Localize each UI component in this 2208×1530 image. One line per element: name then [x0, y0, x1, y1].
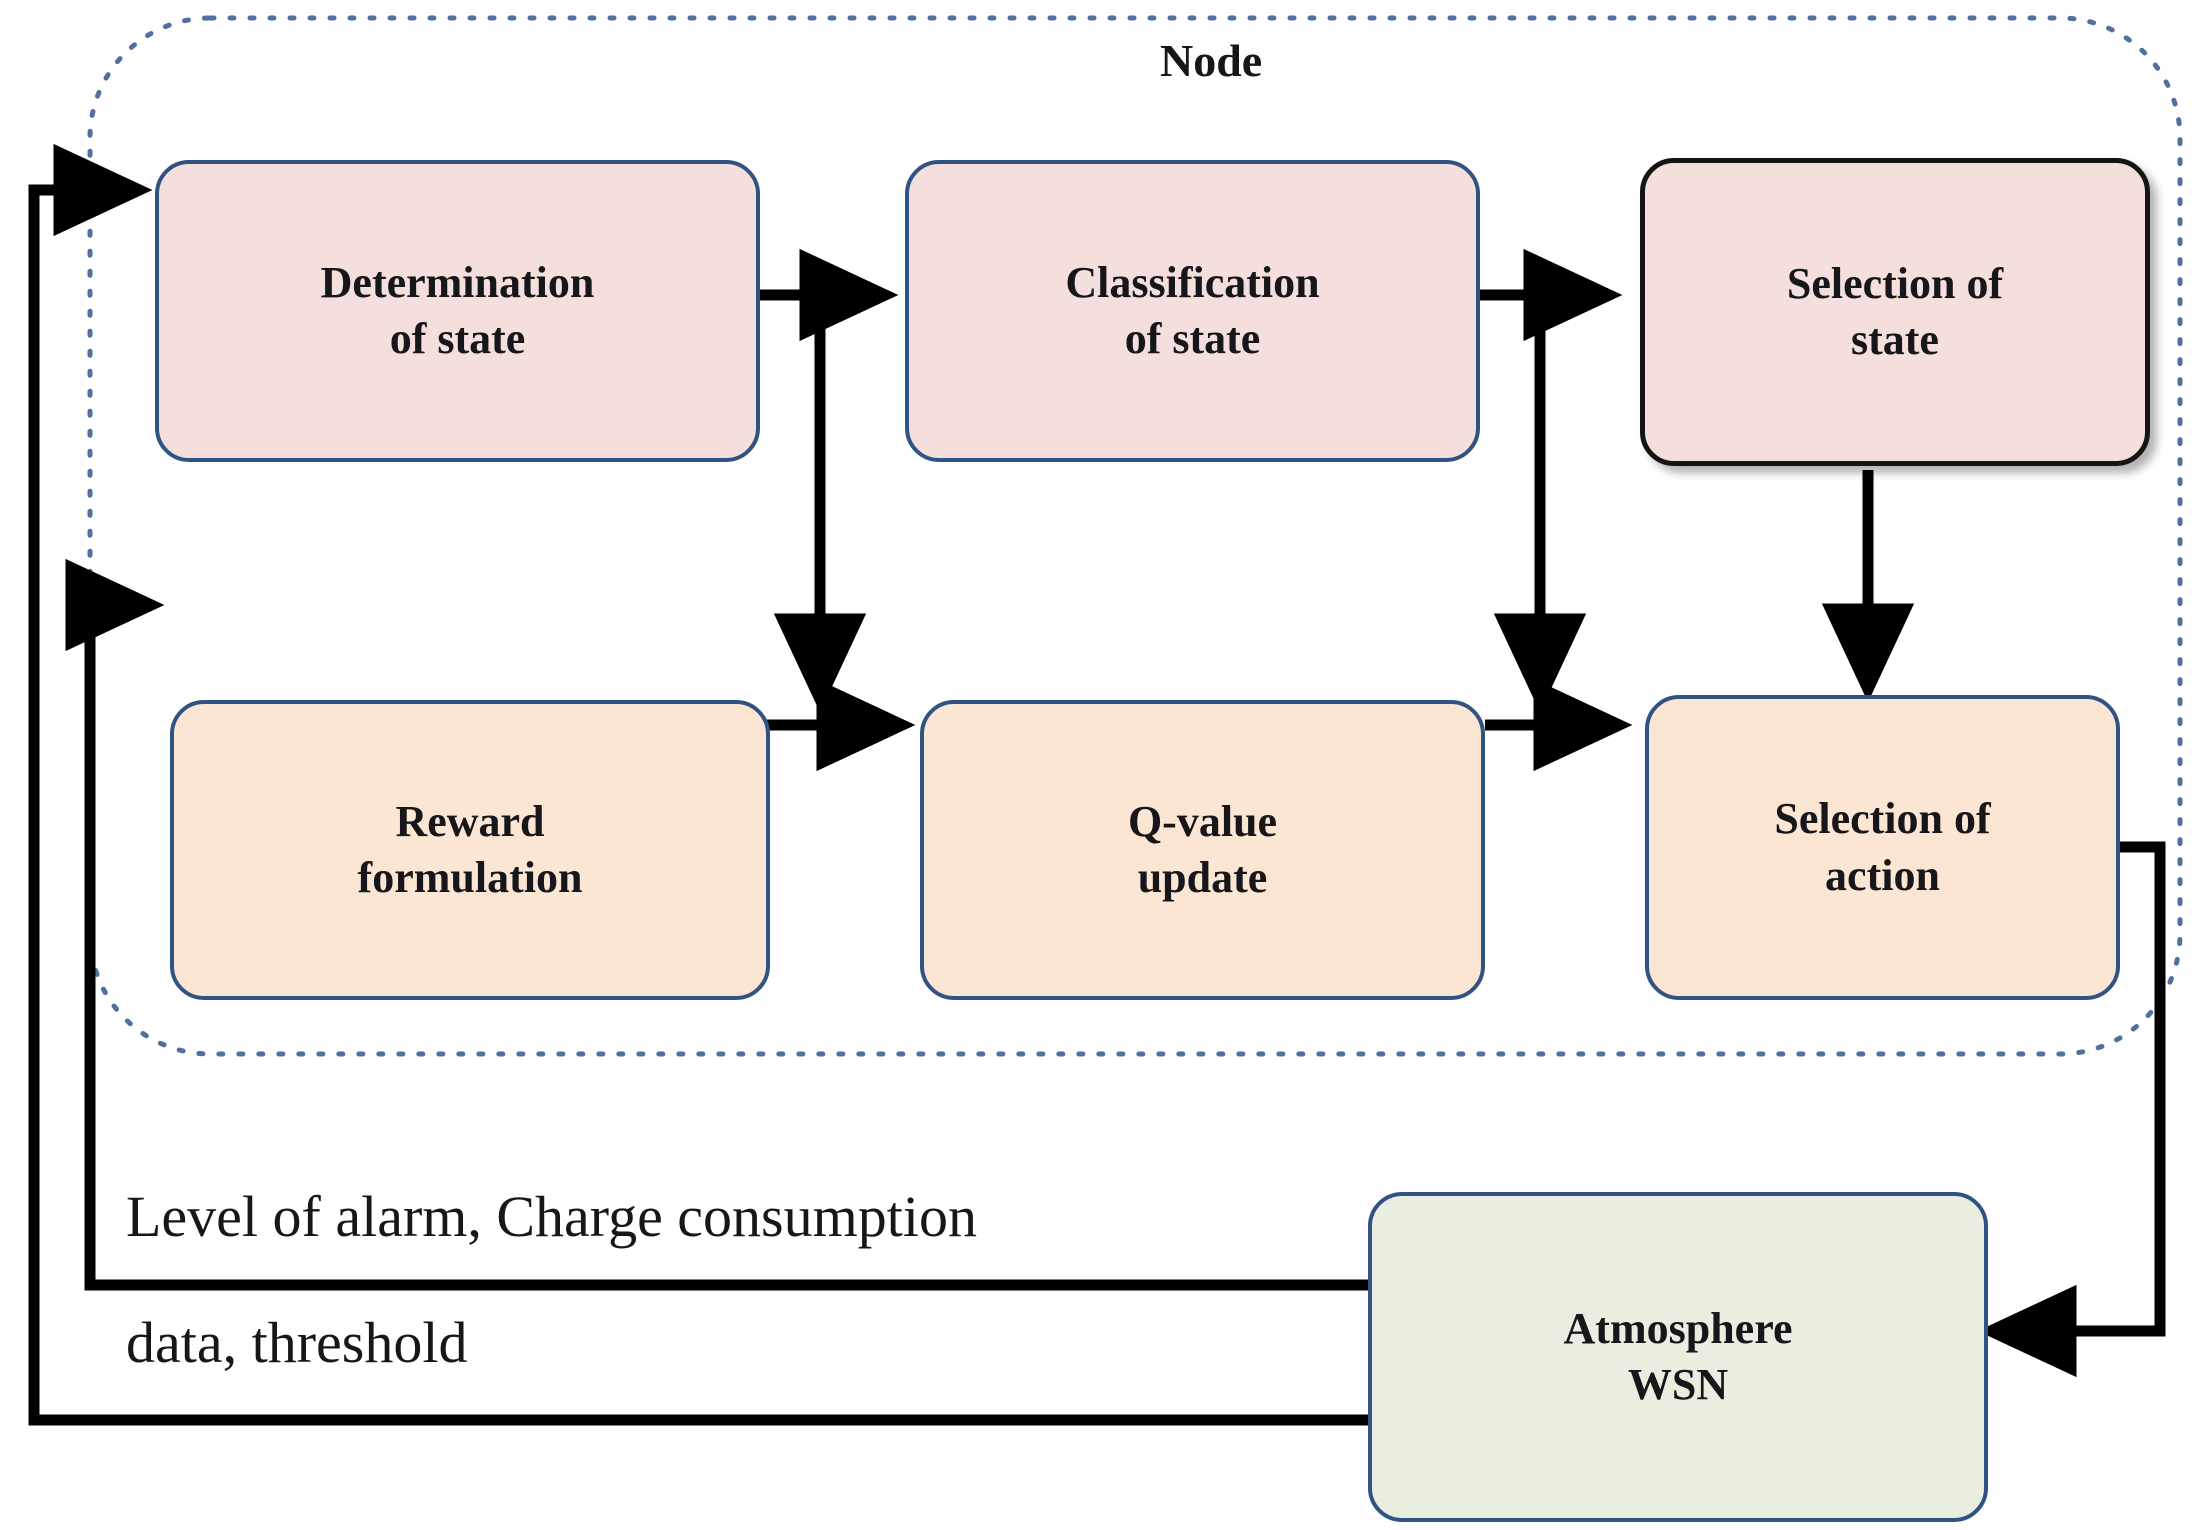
box-line-1: Reward	[395, 796, 545, 846]
box-line-2: update	[1137, 853, 1268, 902]
feedback-caption-line-1: Level of alarm, Charge consumption	[126, 1183, 977, 1250]
box-atmosphere-wsn[interactable]: Atmosphere WSN	[1368, 1192, 1988, 1522]
box-classification-of-state-text: Classification of state	[1037, 255, 1347, 368]
box-line-2: action	[1825, 850, 1940, 900]
box-line-2: WSN	[1627, 1360, 1729, 1409]
box-line-1: Classification	[1065, 257, 1320, 307]
box-determination-of-state[interactable]: Determination of state	[155, 160, 760, 462]
box-line-1: Selection of	[1786, 258, 2004, 308]
edge-atmosphere-to-reward	[65, 558, 1380, 1291]
box-selection-of-action-text: Selection of action	[1746, 791, 2018, 904]
box-line-1: Q-value	[1127, 796, 1278, 846]
box-atmosphere-wsn-text: Atmosphere WSN	[1536, 1301, 1821, 1414]
feedback-caption-line-1-text: Level of alarm, Charge consumption	[126, 1184, 977, 1249]
box-selection-of-state[interactable]: Selection of state	[1640, 158, 2150, 466]
box-selection-of-action[interactable]: Selection of action	[1645, 695, 2120, 1000]
box-line-1: Selection of	[1774, 794, 1991, 844]
edge-atmosphere-to-determination	[28, 143, 1380, 1426]
edge-selection-of-action-to-atmosphere	[1977, 841, 2166, 1378]
box-line-2: formulation	[357, 853, 583, 902]
feedback-caption-line-2-text: data, threshold	[126, 1310, 468, 1375]
box-line-1: Atmosphere	[1563, 1303, 1793, 1353]
box-line-2: state	[1851, 315, 1939, 364]
node-group-label: Node	[1160, 34, 1262, 87]
box-reward-formulation-text: Reward formulation	[330, 794, 611, 907]
box-reward-formulation[interactable]: Reward formulation	[170, 700, 770, 1000]
feedback-caption-line-2: data, threshold	[126, 1309, 467, 1376]
box-q-value-update[interactable]: Q-value update	[920, 700, 1485, 1000]
box-classification-of-state[interactable]: Classification of state	[905, 160, 1480, 462]
box-selection-of-state-text: Selection of state	[1759, 256, 2031, 369]
box-line-2: of state	[1124, 314, 1261, 363]
box-q-value-update-text: Q-value update	[1100, 794, 1305, 907]
node-group-label-text: Node	[1160, 35, 1263, 86]
box-determination-of-state-text: Determination of state	[293, 255, 623, 368]
box-line-2: of state	[389, 314, 526, 363]
box-line-1: Determination	[320, 257, 595, 307]
node-boundary-dotted	[87, 15, 2183, 1057]
